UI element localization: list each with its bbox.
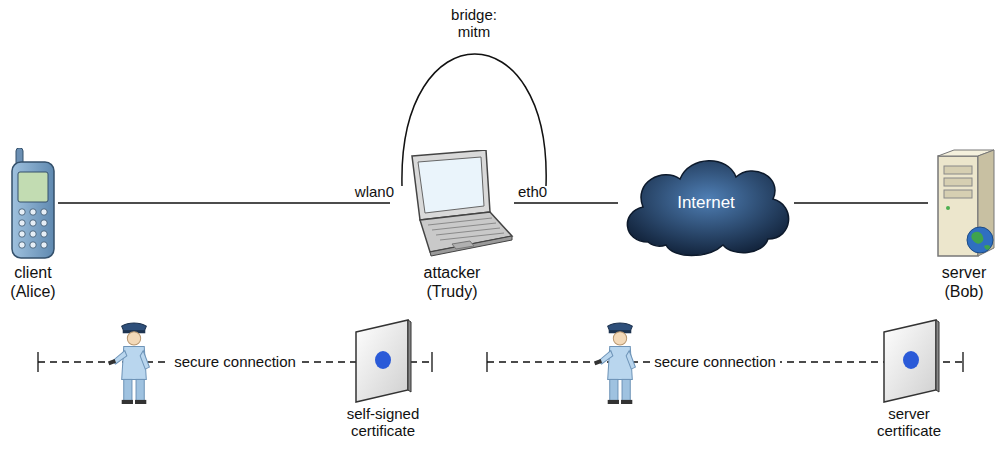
node-caption: server (Bob) <box>933 263 995 301</box>
attacker-laptop: attacker (Trudy) <box>390 150 514 260</box>
interface-name: wlan0 <box>342 183 394 200</box>
network-link <box>58 202 390 204</box>
certificate-icon <box>884 320 939 402</box>
internet-cloud-shape <box>627 161 788 256</box>
illustration-part <box>486 352 487 372</box>
illustration-part <box>962 352 963 372</box>
certificate-label: self-signed certificate <box>335 405 431 440</box>
node-caption: attacker (Trudy) <box>410 263 494 301</box>
guard-figure <box>594 323 635 404</box>
client-phone-shape <box>12 148 54 258</box>
internet-cloud: Internet <box>618 147 794 259</box>
connection-label: secure connection <box>650 353 780 370</box>
client-phone: client (Alice) <box>8 148 58 260</box>
server-tower-icon <box>928 148 1000 260</box>
connection-label: secure connection <box>170 353 300 370</box>
network-link <box>794 202 928 204</box>
certificate-label: server certificate <box>866 405 952 440</box>
bridge-label: bridge: mitm <box>443 6 505 41</box>
network-link <box>514 202 618 204</box>
guard-figure <box>108 323 149 404</box>
interface-name: eth0 <box>518 183 562 200</box>
certificate-icon <box>356 320 411 402</box>
illustration-part <box>431 352 432 372</box>
node-label: Internet <box>677 193 735 213</box>
illustration-part <box>37 352 38 372</box>
server-tower-shape <box>938 150 994 256</box>
client-phone-icon <box>8 148 58 260</box>
node-caption: client (Alice) <box>2 263 64 301</box>
attacker-laptop-shape <box>412 150 512 256</box>
attacker-laptop-icon <box>390 150 514 260</box>
server-tower: server (Bob) <box>928 148 1000 260</box>
